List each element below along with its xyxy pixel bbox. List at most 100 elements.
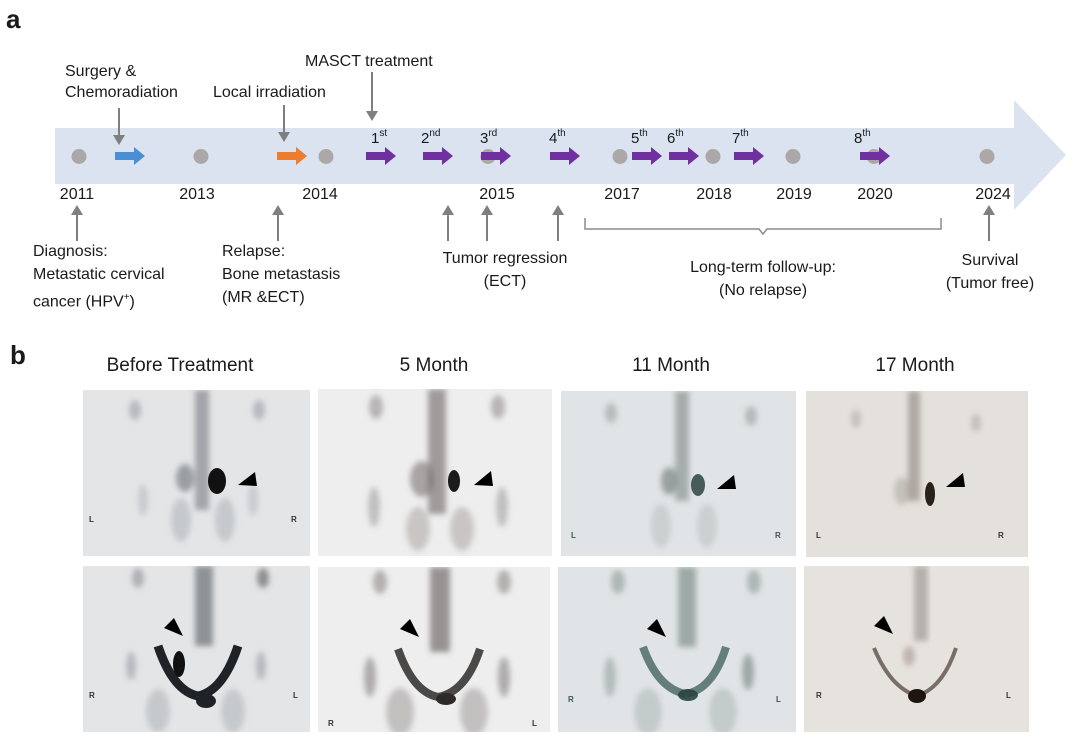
scan-image bbox=[126, 566, 269, 732]
relapse-line3: (MR &ECT) bbox=[222, 289, 305, 306]
year-dot-2018 bbox=[705, 149, 721, 164]
scan-before-bottom: R L bbox=[83, 566, 310, 732]
lesion-pointer-icon bbox=[946, 473, 965, 487]
mascct-cycle-4-arrow-icon bbox=[550, 147, 580, 165]
local-irradiation-label: Local irradiation bbox=[213, 84, 326, 101]
lesion-pointer-icon bbox=[717, 475, 736, 489]
timepoint-title-before: Before Treatment bbox=[106, 355, 254, 376]
year-2011: 2011 bbox=[59, 186, 95, 203]
scan-marker-left: L bbox=[571, 531, 576, 540]
mascct-cycle-8-arrow-icon bbox=[860, 147, 890, 165]
year-2020: 2020 bbox=[857, 186, 893, 203]
year-dot-2019 bbox=[785, 149, 801, 164]
cycle-label-4: 4th bbox=[549, 128, 566, 147]
scan-marker-right-side: R bbox=[328, 719, 334, 728]
surgery-label-line1: Surgery & bbox=[65, 63, 137, 80]
survival-pointer-arrow-icon bbox=[983, 205, 995, 241]
surgery-pointer-arrow-icon bbox=[113, 108, 125, 145]
lesion-pointer-icon bbox=[238, 472, 257, 486]
year-2017: 2017 bbox=[604, 186, 640, 203]
diagnosis-line3: cancer (HPV+) bbox=[33, 292, 135, 311]
regression-line1: Tumor regression bbox=[442, 250, 568, 267]
diagnosis-pointer-arrow-icon bbox=[71, 205, 83, 241]
year-dot-2014 bbox=[318, 149, 334, 164]
relapse-line1: Relapse: bbox=[222, 243, 286, 260]
mascct-cycle-1-arrow-icon bbox=[366, 147, 396, 165]
mascct-cycle-5-arrow-icon bbox=[632, 147, 662, 165]
survival-label: Survival (Tumor free) bbox=[930, 249, 1050, 295]
scan-marker-right: R bbox=[291, 515, 297, 524]
relapse-pointer-arrow-icon bbox=[272, 205, 284, 241]
surgery-label-line2: Chemoradiation bbox=[65, 84, 178, 101]
scan-marker-left-side: L bbox=[532, 719, 537, 728]
scan-marker-right: R bbox=[998, 531, 1004, 540]
panel-a-letter: a bbox=[6, 4, 21, 34]
diagnosis-line1: Diagnosis: bbox=[33, 243, 108, 260]
year-dot-2013 bbox=[193, 149, 209, 164]
follow-up-bracket bbox=[584, 218, 942, 236]
cycle-label-2: 2nd bbox=[421, 128, 441, 147]
scan-marker-right-side: R bbox=[568, 695, 574, 704]
surgery-arrow-icon bbox=[115, 147, 145, 165]
lesion-pointer-icon bbox=[874, 616, 893, 634]
regression-label: Tumor regression (ECT) bbox=[430, 247, 580, 293]
lesion-pointer-icon bbox=[400, 619, 419, 637]
year-2018: 2018 bbox=[696, 186, 732, 203]
scan-marker-left: L bbox=[89, 515, 94, 524]
mascct-cycle-7-arrow-icon bbox=[734, 147, 764, 165]
year-2014: 2014 bbox=[302, 186, 338, 203]
lesion-pointer-icon bbox=[474, 471, 493, 486]
year-2019: 2019 bbox=[776, 186, 812, 203]
mascct-pointer-arrow-icon bbox=[366, 72, 378, 121]
scan-marker-left-side: L bbox=[776, 695, 781, 704]
regression-line2: (ECT) bbox=[483, 273, 527, 290]
scan-image bbox=[872, 566, 958, 703]
cycle-label-7: 7th bbox=[732, 128, 749, 147]
scan-marker-right-side: R bbox=[816, 691, 822, 700]
scan-before-top: L R bbox=[83, 390, 310, 556]
diagnosis-label: Diagnosis: Metastatic cervical cancer (H… bbox=[33, 240, 165, 313]
scan-marker-left-side: L bbox=[1006, 691, 1011, 700]
year-2013: 2013 bbox=[179, 186, 215, 203]
timepoint-title-17-month: 17 Month bbox=[875, 355, 955, 376]
mascct-cycle-2-arrow-icon bbox=[423, 147, 453, 165]
regression-pointer-arrow-2-icon bbox=[481, 205, 493, 241]
cycle-label-8: 8th bbox=[854, 128, 871, 147]
timepoint-title-11-month: 11 Month bbox=[632, 355, 710, 376]
irradiation-pointer-arrow-icon bbox=[278, 105, 290, 142]
lesion-pointer-icon bbox=[164, 618, 183, 636]
mascct-treatment-label: MASCT treatment bbox=[305, 53, 433, 70]
survival-line1: Survival bbox=[961, 252, 1019, 269]
scan-17-month-top: L R bbox=[806, 391, 1028, 557]
scan-image bbox=[604, 567, 761, 732]
scan-5-month-top bbox=[318, 389, 552, 556]
scan-image bbox=[129, 390, 265, 542]
cycle-label-6: 6th bbox=[667, 128, 684, 147]
follow-up-line2: (No relapse) bbox=[718, 282, 808, 299]
relapse-line2: Bone metastasis bbox=[222, 266, 341, 283]
scan-marker-left: L bbox=[816, 531, 821, 540]
scan-11-month-top: L R bbox=[561, 391, 796, 556]
year-dot-2011 bbox=[71, 149, 87, 164]
scan-marker-left-side: L bbox=[293, 691, 298, 700]
cycle-label-3: 3rd bbox=[480, 128, 498, 147]
cycle-label-5: 5th bbox=[631, 128, 648, 147]
year-dot-2017 bbox=[612, 149, 628, 164]
relapse-label: Relapse: Bone metastasis (MR &ECT) bbox=[222, 240, 340, 309]
scan-marker-right: R bbox=[775, 531, 781, 540]
lesion-pointer-icon bbox=[647, 619, 666, 637]
year-2015: 2015 bbox=[479, 186, 515, 203]
regression-pointer-arrow-3-icon bbox=[552, 205, 564, 241]
mascct-cycle-3-arrow-icon bbox=[481, 147, 511, 165]
timepoint-title-5-month: 5 Month bbox=[399, 355, 469, 376]
diagnosis-line2: Metastatic cervical bbox=[33, 266, 165, 283]
scan-17-month-bottom: R L bbox=[804, 566, 1029, 732]
survival-line2: (Tumor free) bbox=[945, 275, 1035, 292]
scan-image bbox=[364, 567, 511, 732]
irradiation-arrow-icon bbox=[277, 147, 307, 165]
regression-pointer-arrow-1-icon bbox=[442, 205, 454, 241]
scan-image bbox=[605, 391, 757, 548]
panel-b-letter: b bbox=[10, 340, 26, 370]
follow-up-line1: Long-term follow-up: bbox=[690, 259, 836, 276]
scan-image bbox=[368, 389, 508, 551]
